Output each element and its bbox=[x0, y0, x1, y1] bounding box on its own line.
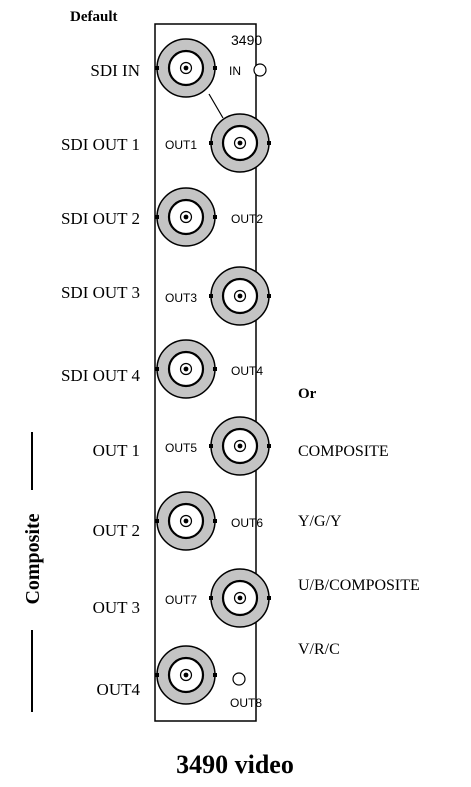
panel-in-label: IN bbox=[229, 64, 241, 78]
bnc-bayonet-lug-right bbox=[267, 596, 271, 600]
left-label-sdi-in: SDI IN bbox=[90, 61, 140, 80]
right-label-vrc: V/R/C bbox=[298, 641, 340, 658]
bnc-bayonet-lug-left bbox=[209, 294, 213, 298]
bnc-connector bbox=[155, 187, 217, 247]
bnc-connector bbox=[155, 491, 217, 551]
bnc-connector bbox=[155, 645, 217, 705]
left-label-out-1: OUT 1 bbox=[93, 441, 140, 460]
bnc-center-pin bbox=[237, 293, 243, 299]
bnc-bayonet-lug-left bbox=[155, 519, 159, 523]
bnc-panel-label: OUT3 bbox=[165, 291, 197, 305]
bnc-bayonet-lug-right bbox=[213, 519, 217, 523]
bnc-center-pin bbox=[183, 672, 189, 678]
bnc-connector bbox=[209, 266, 271, 326]
bnc-center-pin bbox=[237, 140, 243, 146]
bnc-bayonet-lug-right bbox=[267, 141, 271, 145]
bnc-panel-label: OUT4 bbox=[231, 364, 263, 378]
bnc-center-pin bbox=[237, 443, 243, 449]
bnc-bayonet-lug-left bbox=[155, 215, 159, 219]
bnc-bayonet-lug-left bbox=[209, 141, 213, 145]
bnc-bayonet-lug-right bbox=[267, 294, 271, 298]
or-label: Or bbox=[298, 386, 317, 402]
bnc-bayonet-lug-left bbox=[155, 367, 159, 371]
bnc-panel-label: OUT6 bbox=[231, 516, 263, 530]
left-label-sdi-out-2: SDI OUT 2 bbox=[61, 209, 140, 228]
bnc-connector bbox=[155, 339, 217, 399]
bnc-center-pin bbox=[183, 214, 189, 220]
bnc-bayonet-lug-left bbox=[209, 444, 213, 448]
bnc-bayonet-lug-right bbox=[267, 444, 271, 448]
bnc-bayonet-lug-left bbox=[209, 596, 213, 600]
out8-led-indicator bbox=[232, 672, 246, 686]
bnc-connector bbox=[209, 113, 271, 173]
bnc-connector bbox=[209, 416, 271, 476]
loop-link-line bbox=[208, 93, 224, 119]
bnc-center-pin bbox=[183, 65, 189, 71]
bnc-connector bbox=[155, 38, 217, 98]
composite-bracket-label: Composite bbox=[22, 513, 44, 604]
default-heading: Default bbox=[70, 9, 118, 25]
bnc-panel-label: OUT2 bbox=[231, 212, 263, 226]
left-label-out4: OUT4 bbox=[97, 680, 141, 699]
right-label-ygy: Y/G/Y bbox=[298, 513, 342, 530]
bnc-bayonet-lug-right bbox=[213, 66, 217, 70]
bnc-center-pin bbox=[183, 366, 189, 372]
right-label-composite: COMPOSITE bbox=[298, 443, 389, 460]
bnc-panel-label: OUT1 bbox=[165, 138, 197, 152]
left-label-sdi-out-1: SDI OUT 1 bbox=[61, 135, 140, 154]
bnc-panel-label: OUT7 bbox=[165, 593, 197, 607]
bnc-center-pin bbox=[237, 595, 243, 601]
bnc-panel-label: OUT5 bbox=[165, 441, 197, 455]
in-led-indicator bbox=[253, 63, 267, 77]
left-label-out-2: OUT 2 bbox=[93, 521, 140, 540]
bnc-connector bbox=[209, 568, 271, 628]
bnc-center-pin bbox=[183, 518, 189, 524]
left-label-out-3: OUT 3 bbox=[93, 598, 140, 617]
bnc-bayonet-lug-right bbox=[213, 215, 217, 219]
bnc-bayonet-lug-left bbox=[155, 66, 159, 70]
left-label-sdi-out-4: SDI OUT 4 bbox=[61, 366, 141, 385]
bnc-bayonet-lug-right bbox=[213, 367, 217, 371]
out8-panel-label: OUT8 bbox=[230, 696, 262, 710]
bnc-bayonet-lug-left bbox=[155, 673, 159, 677]
panel-model-number: 3490 bbox=[231, 32, 262, 48]
right-label-ub-composite: U/B/COMPOSITE bbox=[298, 577, 420, 594]
panel-outline bbox=[154, 23, 257, 722]
left-label-sdi-out-3: SDI OUT 3 bbox=[61, 283, 140, 302]
bnc-bayonet-lug-right bbox=[213, 673, 217, 677]
diagram-title: 3490 video bbox=[176, 750, 294, 779]
